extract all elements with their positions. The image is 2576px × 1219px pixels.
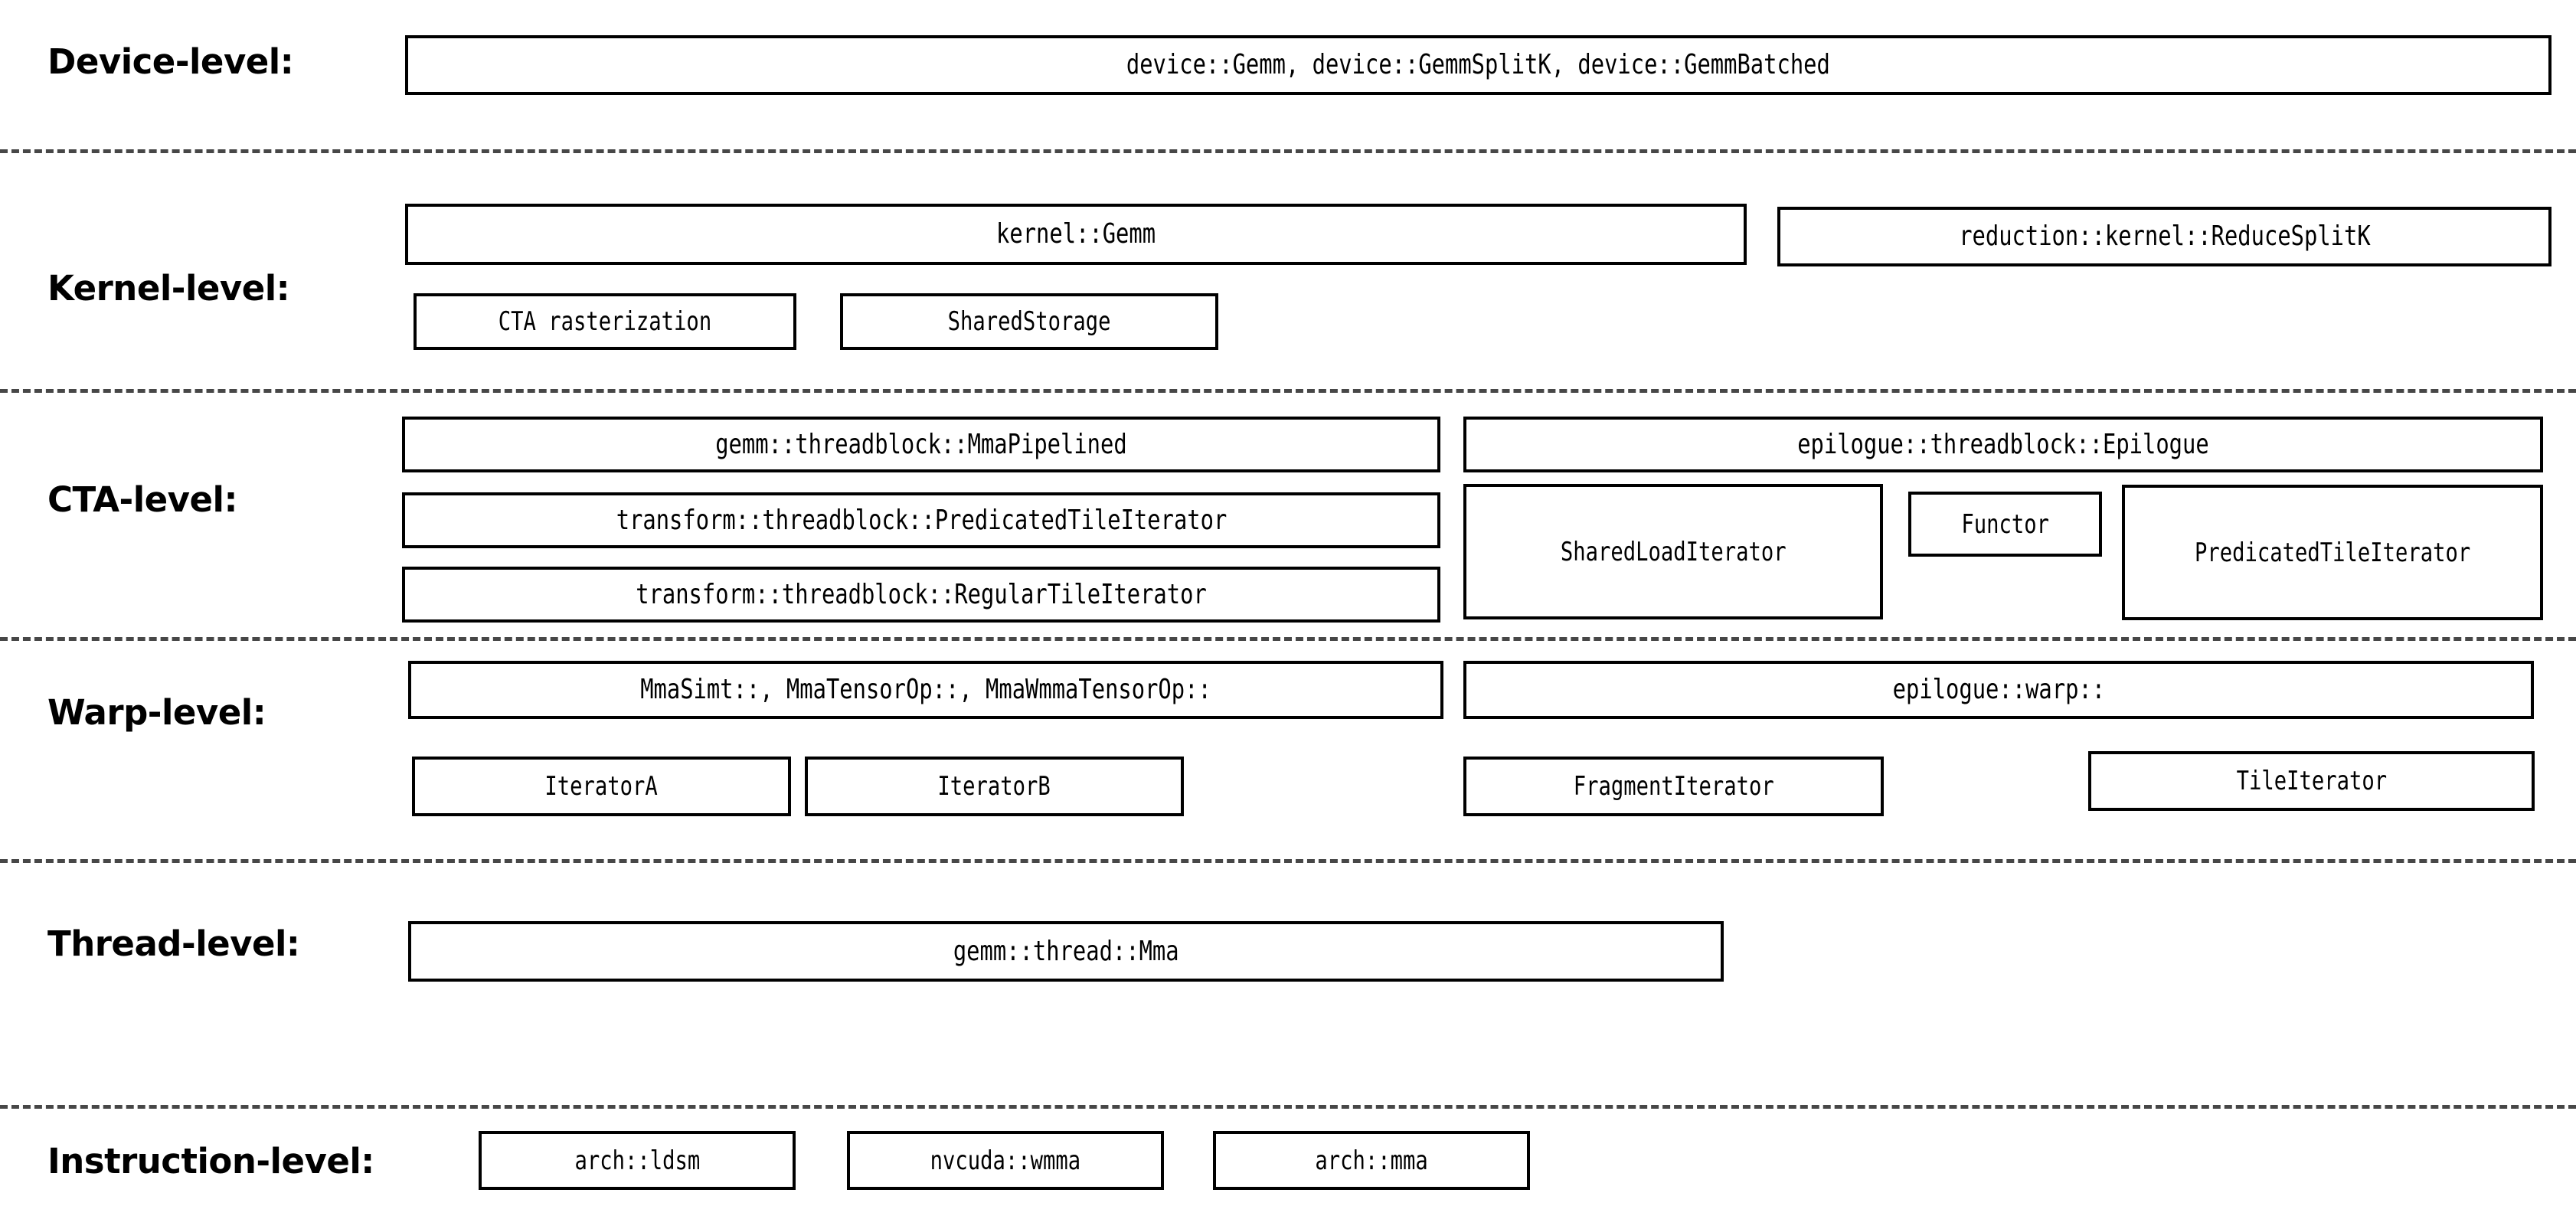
box-nvcuda-wmma[interactable]: nvcuda::wmma: [847, 1131, 1164, 1190]
box-shared-storage[interactable]: SharedStorage: [840, 293, 1218, 350]
box-label-shared-storage: SharedStorage: [947, 306, 1111, 337]
separator-kernel-cta: [0, 389, 2576, 393]
box-label-mma-warp-ops: MmaSimt::, MmaTensorOp::, MmaWmmaTensorO…: [640, 674, 1211, 705]
separator-device-kernel: [0, 149, 2576, 153]
box-device-gemm[interactable]: device::Gemm, device::GemmSplitK, device…: [405, 35, 2551, 95]
box-kernel-gemm[interactable]: kernel::Gemm: [405, 204, 1747, 265]
box-epilogue-threadblock-epilogue[interactable]: epilogue::threadblock::Epilogue: [1463, 417, 2543, 472]
separator-warp-thread: [0, 859, 2576, 863]
box-functor[interactable]: Functor: [1908, 492, 2102, 557]
box-gemm-threadblock-mmapipelined[interactable]: gemm::threadblock::MmaPipelined: [402, 417, 1440, 472]
box-label-reduction-kernel-reducesplitk: reduction::kernel::ReduceSplitK: [1958, 221, 2371, 252]
box-label-transform-threadblock-regulartileiterator: transform::threadblock::RegularTileItera…: [636, 578, 1207, 610]
level-label-cta: CTA-level:: [47, 479, 237, 520]
box-iterator-b[interactable]: IteratorB: [805, 757, 1184, 816]
box-predicatedtileiterator[interactable]: PredicatedTileIterator: [2122, 485, 2543, 620]
level-label-instruction: Instruction-level:: [47, 1141, 374, 1181]
box-label-iterator-a: IteratorA: [544, 771, 659, 802]
box-label-tileiterator: TileIterator: [2236, 766, 2387, 796]
box-label-kernel-gemm: kernel::Gemm: [995, 218, 1156, 250]
box-label-fragmentiterator: FragmentIterator: [1573, 771, 1774, 802]
box-transform-threadblock-regulartileiterator[interactable]: transform::threadblock::RegularTileItera…: [402, 567, 1440, 623]
box-cta-rasterization[interactable]: CTA rasterization: [414, 293, 796, 350]
box-tileiterator[interactable]: TileIterator: [2088, 751, 2535, 811]
box-fragmentiterator[interactable]: FragmentIterator: [1463, 757, 1884, 816]
box-iterator-a[interactable]: IteratorA: [412, 757, 791, 816]
level-label-thread: Thread-level:: [47, 923, 300, 964]
box-label-iterator-b: IteratorB: [937, 771, 1051, 802]
box-label-arch-ldsm: arch::ldsm: [574, 1145, 700, 1176]
box-arch-ldsm[interactable]: arch::ldsm: [479, 1131, 796, 1190]
box-epilogue-warp[interactable]: epilogue::warp::: [1463, 661, 2534, 719]
box-label-sharedloaditerator: SharedLoadIterator: [1560, 536, 1787, 567]
box-arch-mma[interactable]: arch::mma: [1213, 1131, 1530, 1190]
box-label-gemm-threadblock-mmapipelined: gemm::threadblock::MmaPipelined: [715, 428, 1127, 460]
box-label-arch-mma: arch::mma: [1315, 1145, 1428, 1176]
box-label-predicatedtileiterator: PredicatedTileIterator: [2194, 537, 2471, 568]
box-gemm-thread-mma[interactable]: gemm::thread::Mma: [408, 921, 1724, 982]
level-label-device: Device-level:: [47, 41, 294, 82]
box-label-functor: Functor: [1961, 508, 2049, 540]
box-label-cta-rasterization: CTA rasterization: [498, 306, 712, 337]
separator-thread-instruction: [0, 1105, 2576, 1109]
level-label-kernel: Kernel-level:: [47, 268, 290, 309]
box-reduction-kernel-reducesplitk[interactable]: reduction::kernel::ReduceSplitK: [1777, 207, 2551, 266]
separator-cta-warp: [0, 637, 2576, 641]
box-label-transform-threadblock-predicatedtileiterator: transform::threadblock::PredicatedTileIt…: [616, 504, 1227, 536]
box-label-epilogue-threadblock-epilogue: epilogue::threadblock::Epilogue: [1797, 428, 2209, 460]
box-label-epilogue-warp: epilogue::warp::: [1892, 674, 2105, 705]
box-transform-threadblock-predicatedtileiterator[interactable]: transform::threadblock::PredicatedTileIt…: [402, 492, 1440, 548]
box-label-nvcuda-wmma: nvcuda::wmma: [930, 1145, 1081, 1176]
box-label-device-gemm: device::Gemm, device::GemmSplitK, device…: [1126, 49, 1830, 80]
box-mma-warp-ops[interactable]: MmaSimt::, MmaTensorOp::, MmaWmmaTensorO…: [408, 661, 1443, 719]
level-label-warp: Warp-level:: [47, 692, 266, 733]
box-sharedloaditerator[interactable]: SharedLoadIterator: [1463, 484, 1883, 619]
box-label-gemm-thread-mma: gemm::thread::Mma: [953, 935, 1179, 967]
